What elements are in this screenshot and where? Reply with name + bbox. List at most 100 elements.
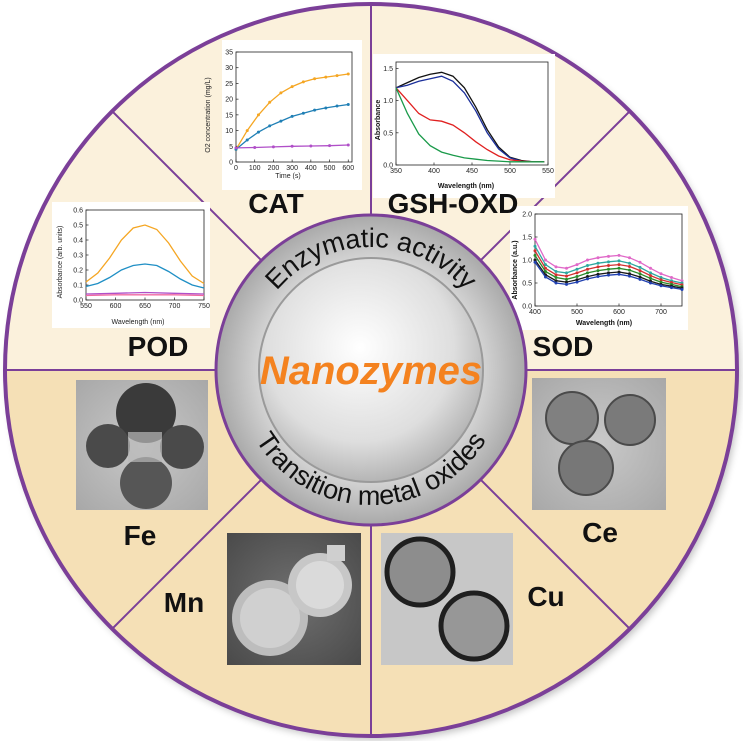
pod-ytick-label: 0.6 — [73, 208, 83, 215]
sod-series-2-point — [565, 274, 568, 278]
sod-series-3-point — [617, 266, 621, 270]
sod-series-3-point — [638, 272, 642, 276]
sod-series-0-point — [638, 260, 642, 264]
sod-ytick-label: 1.0 — [522, 258, 532, 265]
sod-series-3-point — [596, 269, 600, 273]
sod-series-5-point — [565, 282, 568, 286]
pod-ytick-label: 0.4 — [73, 238, 83, 245]
sod-series-4-point — [628, 272, 631, 276]
cat-series-0-point — [335, 74, 339, 78]
cat-ytick-label: 20 — [225, 97, 233, 104]
cat-xtick-label: 200 — [268, 165, 280, 172]
sod-series-5-point — [659, 284, 663, 288]
cat-series-2-point — [253, 146, 257, 150]
pod-ytick-label: 0.2 — [73, 268, 83, 275]
sod-series-4-point — [565, 280, 568, 284]
cat-ytick-label: 0 — [229, 160, 233, 167]
sod-series-0-point — [544, 258, 547, 262]
cat-series-0-point — [290, 85, 294, 89]
gsh-xtick-label: 550 — [542, 168, 554, 175]
cat-ytick-label: 35 — [225, 50, 233, 57]
sod-series-1-point — [533, 244, 537, 248]
gsh-series-2-line — [395, 87, 545, 163]
sod-series-2-point — [649, 274, 652, 278]
pod-xlabel: Wavelength (nm) — [111, 319, 164, 326]
sod-series-3-point — [586, 271, 589, 275]
sod-series-2-point — [575, 271, 579, 275]
cat-series-1-point — [335, 104, 339, 108]
sod-series-5-point — [628, 274, 631, 278]
cat-ytick-label: 25 — [225, 81, 233, 88]
sod-series-1-point — [544, 263, 547, 267]
sod-series-4-point — [596, 272, 600, 276]
sod-series-3-point — [565, 277, 568, 281]
sod-series-2-point — [554, 273, 558, 277]
cu-micrograph — [381, 533, 513, 665]
cat-series-1-point — [324, 106, 328, 110]
sod-series-0-point — [670, 275, 673, 279]
cat-series-1-point — [245, 138, 249, 142]
pod-ytick-label: 0.1 — [73, 283, 83, 290]
hub-center — [258, 257, 484, 483]
cat-series-0-point — [245, 129, 249, 133]
sod-series-3-point — [649, 276, 652, 280]
cat-xlabel: Time (s) — [275, 173, 300, 180]
pod-xtick-label: 600 — [110, 303, 122, 310]
sod-series-5-point — [533, 260, 537, 264]
sod-series-2-point — [607, 264, 610, 268]
gsh-xtick-label: 450 — [466, 168, 478, 175]
gsh-xtick-label: 500 — [504, 168, 516, 175]
cat-ytick-label: 5 — [229, 144, 233, 151]
sod-series-2-point — [659, 278, 663, 282]
cat-series-0-point — [346, 72, 350, 76]
sod-series-5-point — [596, 275, 600, 279]
sod-ytick-label: 0.0 — [522, 304, 532, 311]
sod-series-3-point — [659, 280, 663, 284]
cat-xtick-label: 300 — [286, 165, 298, 172]
cat-axes-frame — [235, 51, 353, 163]
sod-series-0-point — [575, 263, 579, 267]
sod-series-3-point — [533, 253, 537, 257]
cat-label: CAT — [248, 188, 303, 219]
sod-ytick-label: 0.5 — [522, 281, 532, 288]
pod-series-1-line — [85, 263, 205, 289]
sod-series-1-point — [554, 270, 558, 273]
sod-series-2-point — [586, 267, 589, 271]
sod-series-1-point — [659, 275, 663, 279]
sod-series-3-point — [554, 275, 558, 279]
sod-series-2-point — [638, 269, 642, 273]
cat-series-0-point — [268, 100, 272, 104]
sod-series-1-point — [607, 260, 610, 264]
sod-label: SOD — [533, 331, 594, 362]
pod-ytick-label: 0.5 — [73, 223, 83, 230]
sod-series-3-point — [607, 267, 610, 271]
cat-series-0-point — [324, 75, 328, 79]
sod-series-2-point — [628, 264, 631, 268]
sod-series-5-point — [586, 277, 589, 281]
cat-series-0-point — [256, 113, 260, 117]
pod-xtick-label: 750 — [198, 303, 210, 310]
sod-ylabel: Absorbance (a.u.) — [512, 240, 519, 299]
sod-series-2-point — [544, 266, 547, 270]
gsh-xtick-label: 350 — [390, 168, 402, 175]
cat-xtick-label: 0 — [234, 165, 238, 172]
cat-series-0-point — [279, 91, 283, 95]
sod-series-4-point — [533, 258, 537, 262]
sod-series-0-point — [533, 237, 537, 241]
sod-series-2-point — [596, 265, 600, 269]
sod-series-0-point — [617, 253, 621, 257]
gsh-xlabel: Wavelength (nm) — [438, 183, 494, 190]
pod-ylabel: Absorbance (arb. units) — [57, 226, 64, 299]
fe-label: Fe — [124, 520, 157, 551]
sod-series-0-point — [649, 266, 652, 270]
gsh-ytick-label: 1.0 — [383, 98, 393, 105]
sod-xtick-label: 700 — [655, 309, 667, 316]
sod-series-0-point — [596, 256, 600, 260]
sod-series-3-point — [544, 270, 547, 273]
gsh-ytick-label: 1.5 — [383, 66, 393, 73]
sod-series-0-point — [607, 254, 610, 258]
cat-ytick-label: 30 — [225, 65, 233, 72]
